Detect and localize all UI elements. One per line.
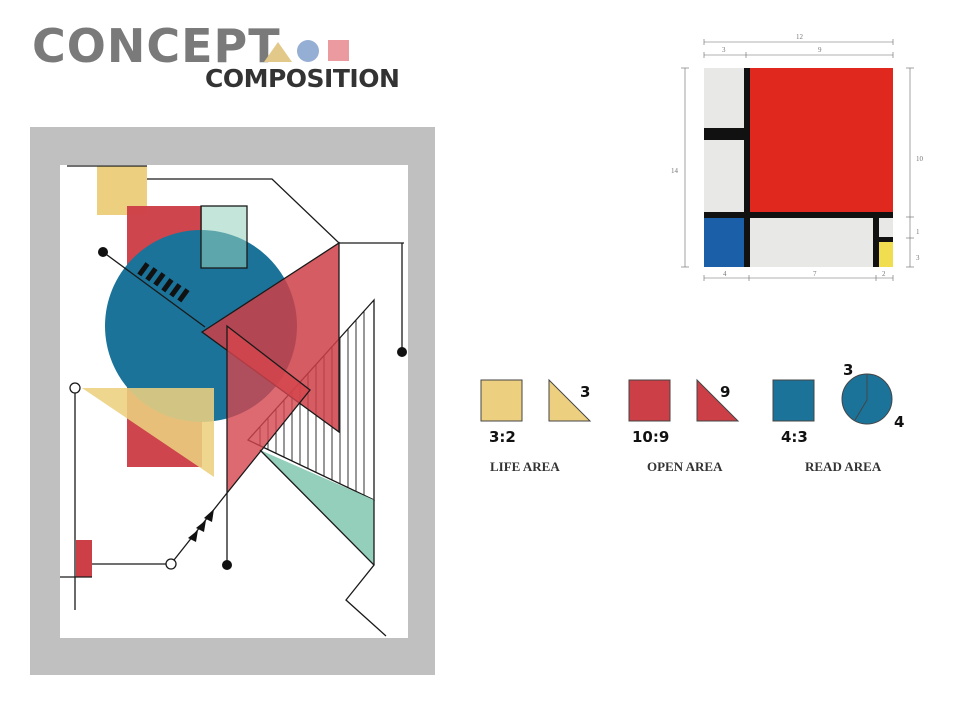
read-area-label: READ AREA (805, 459, 882, 474)
read-square (772, 379, 815, 422)
open-circle-left (69, 382, 81, 394)
logo-circle-icon (297, 40, 319, 62)
connector-line-top (147, 178, 404, 244)
dim-12: 12 (796, 33, 804, 41)
logo-square-icon (328, 40, 349, 61)
logo-triangle-icon (264, 42, 292, 62)
dot-top-left (98, 247, 108, 257)
open-circle-bottom (165, 558, 177, 570)
title-composition: COMPOSITION (205, 64, 400, 93)
open-area-label: OPEN AREA (647, 459, 723, 474)
small-red-rect (76, 540, 92, 577)
open-ratio: 10:9 (632, 428, 670, 446)
read-ratio: 4:3 (781, 428, 808, 446)
life-ratio: 3:2 (489, 428, 516, 446)
mondrian-red (750, 68, 893, 212)
teal-rect (200, 205, 248, 269)
dim-7: 7 (813, 270, 817, 278)
diagonal-line (102, 251, 206, 328)
read-circle-right-number: 4 (894, 413, 905, 431)
logo-shapes (264, 40, 349, 62)
life-triangle (548, 378, 592, 422)
open-square (628, 379, 671, 422)
dim-3-right: 3 (916, 254, 920, 262)
mondrian-yellow (879, 242, 893, 267)
dot-bottom (222, 560, 232, 570)
dim-3-top: 3 (722, 46, 726, 54)
life-area-label: LIFE AREA (490, 459, 560, 474)
dim-1: 1 (916, 228, 920, 236)
dot-right (397, 347, 407, 357)
mondrian-blue (704, 218, 744, 267)
open-triangle (696, 378, 740, 422)
dim-14: 14 (671, 167, 679, 175)
arrowheads (188, 509, 214, 542)
dim-9: 9 (818, 46, 822, 54)
legend-shapes (480, 373, 893, 425)
yellow-triangle (82, 388, 214, 477)
zigzag-line (259, 449, 387, 637)
red-triangle-small (226, 324, 311, 495)
hatch-bars (137, 262, 190, 303)
mondrian-diagram: 12 3 9 14 10 1 3 4 7 2 (671, 33, 924, 281)
dim-10: 10 (916, 155, 924, 163)
read-circle-top-number: 3 (843, 361, 854, 379)
title-concept: CONCEPT (32, 19, 281, 73)
dim-2: 2 (882, 270, 886, 278)
dim-4: 4 (723, 270, 727, 278)
life-square (480, 379, 523, 422)
life-triangle-number: 3 (580, 383, 591, 401)
open-triangle-number: 9 (720, 383, 731, 401)
